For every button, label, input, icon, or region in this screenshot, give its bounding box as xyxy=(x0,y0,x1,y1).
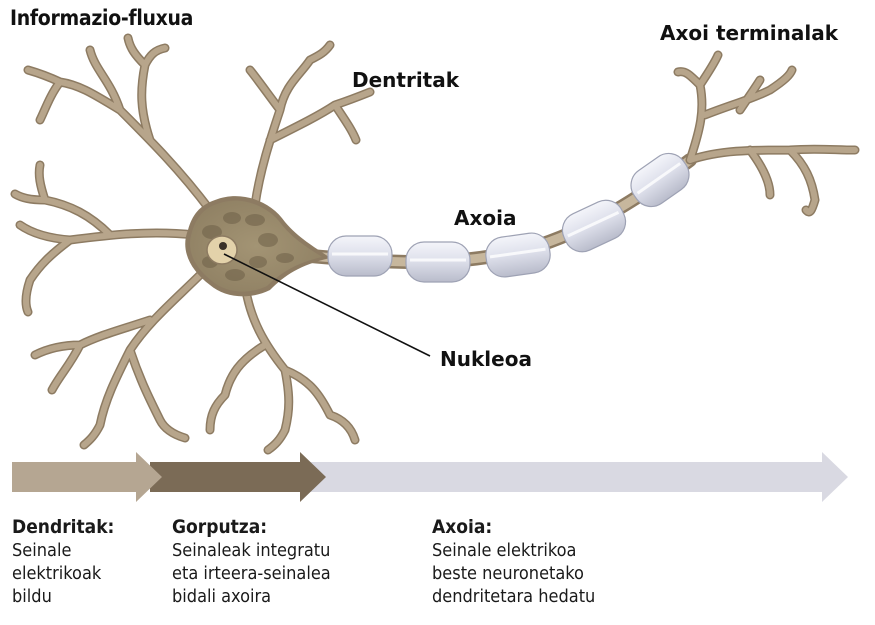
body-flow-arrow xyxy=(150,452,326,502)
caption-body-line: eta irteera-seinalea xyxy=(172,562,331,585)
caption-body-line: Seinaleak integratu xyxy=(172,539,331,562)
caption-dendrites: Dendritak: Seinale elektrikoak bildu xyxy=(12,516,114,608)
nucleus xyxy=(207,236,237,264)
caption-axon-line: dendritetara hedatu xyxy=(432,585,595,608)
caption-axon: Axoia: Seinale elektrikoa beste neuronet… xyxy=(432,516,595,608)
dendrites-flow-arrow xyxy=(12,452,162,502)
axon-terminals xyxy=(678,55,855,212)
nucleus-pointer-line xyxy=(224,254,430,356)
caption-dendrites-line: Seinale xyxy=(12,539,114,562)
caption-body-line: bidali axoira xyxy=(172,585,331,608)
caption-dendrites-heading: Dendritak: xyxy=(12,516,114,539)
caption-dendrites-line: elektrikoak xyxy=(12,562,114,585)
label-dendrites: Dentritak xyxy=(352,68,459,92)
diagram-title: Informazio-fluxua xyxy=(10,6,193,30)
caption-axon-line: beste neuronetako xyxy=(432,562,595,585)
axon-flow-arrow xyxy=(300,452,848,502)
caption-body: Gorputza: Seinaleak integratu eta irteer… xyxy=(172,516,331,608)
label-axon: Axoia xyxy=(454,206,516,230)
flow-arrows xyxy=(12,452,848,502)
cell-body xyxy=(185,196,330,296)
caption-axon-line: Seinale elektrikoa xyxy=(432,539,595,562)
label-nucleus: Nukleoa xyxy=(440,347,532,371)
caption-body-heading: Gorputza: xyxy=(172,516,331,539)
label-axon-terminals: Axoi terminalak xyxy=(660,21,838,45)
caption-axon-heading: Axoia: xyxy=(432,516,595,539)
caption-dendrites-line: bildu xyxy=(12,585,114,608)
